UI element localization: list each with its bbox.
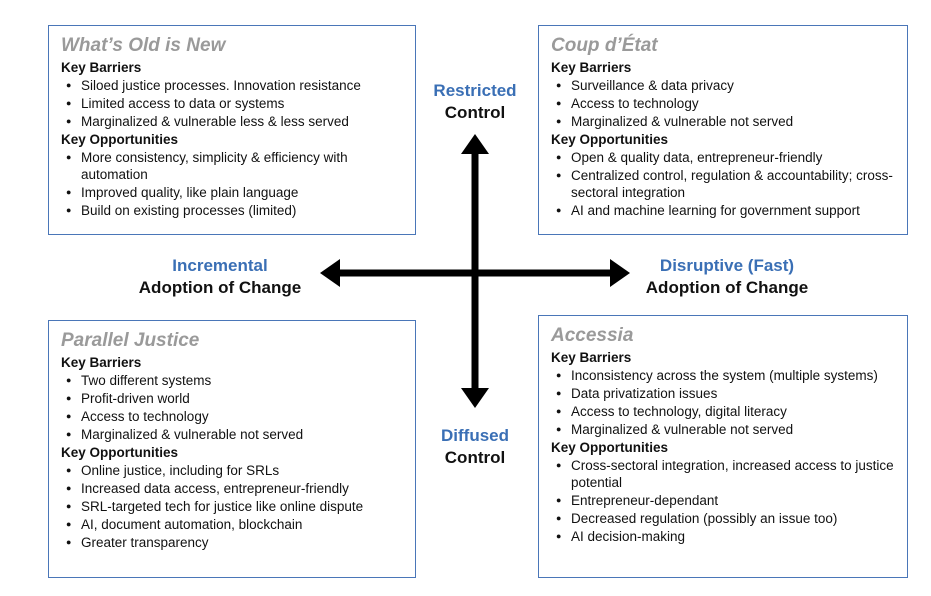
list-item: Greater transparency [66,534,405,551]
list-item: Inconsistency across the system (multipl… [556,367,897,384]
list-item: AI and machine learning for government s… [556,202,897,219]
axis-label-text: Adoption of Change [645,278,809,297]
list-item: Limited access to data or systems [66,95,405,112]
list-item: Profit-driven world [66,390,405,407]
opportunities-list: Online justice, including for SRLs Incre… [61,462,405,551]
list-item: Increased data access, entrepreneur-frie… [66,480,405,497]
axis-qualifier: Restricted [433,81,517,100]
axis-label-right: Disruptive (Fast) Adoption of Change [627,255,827,299]
axis-label-bottom: Diffused Control [400,425,550,469]
opportunities-list: Open & quality data, entrepreneur-friend… [551,149,897,219]
list-item: Siloed justice processes. Innovation res… [66,77,405,94]
opportunities-heading: Key Opportunities [61,445,179,460]
list-item: More consistency, simplicity & efficienc… [66,149,405,183]
axis-qualifier: Incremental [172,256,268,275]
barriers-heading: Key Barriers [61,60,142,75]
list-item: Decreased regulation (possibly an issue … [556,510,897,527]
quadrant-title: Parallel Justice [61,330,200,351]
list-item: Marginalized & vulnerable not served [556,421,897,438]
quadrant-title: What’s Old is New [61,35,226,56]
right-arrowhead [610,259,630,287]
barriers-heading: Key Barriers [61,355,142,370]
quadrant-title: Coup d’État [551,35,658,56]
quadrant-top-right: Coup d’État Key Barriers Surveillance & … [538,25,908,235]
barriers-heading: Key Barriers [551,60,632,75]
axis-qualifier: Diffused [441,426,509,445]
quadrant-bottom-right: Accessia Key Barriers Inconsistency acro… [538,315,908,578]
opportunities-list: More consistency, simplicity & efficienc… [61,149,405,219]
list-item: Marginalized & vulnerable less & less se… [66,113,405,130]
horizontal-arrow [320,259,630,287]
axis-label-text: Adoption of Change [138,278,302,297]
axis-label-left: Incremental Adoption of Change [120,255,320,299]
list-item: Entrepreneur-dependant [556,492,897,509]
barriers-list: Siloed justice processes. Innovation res… [61,77,405,130]
axis-label-text: Control [444,448,506,467]
quadrant-title: Accessia [551,325,634,346]
list-item: Two different systems [66,372,405,389]
list-item: Data privatization issues [556,385,897,402]
list-item: Open & quality data, entrepreneur-friend… [556,149,897,166]
list-item: Improved quality, like plain language [66,184,405,201]
left-arrowhead [320,259,340,287]
opportunities-heading: Key Opportunities [61,132,179,147]
list-item: Surveillance & data privacy [556,77,897,94]
opportunities-heading: Key Opportunities [551,132,669,147]
list-item: Access to technology [66,408,405,425]
list-item: Online justice, including for SRLs [66,462,405,479]
list-item: Access to technology, digital literacy [556,403,897,420]
barriers-list: Surveillance & data privacy Access to te… [551,77,897,130]
list-item: Marginalized & vulnerable not served [556,113,897,130]
axis-label-top: Restricted Control [400,80,550,124]
list-item: Access to technology [556,95,897,112]
barriers-list: Two different systems Profit-driven worl… [61,372,405,443]
axis-label-text: Control [444,103,506,122]
list-item: Marginalized & vulnerable not served [66,426,405,443]
list-item: Centralized control, regulation & accoun… [556,167,897,201]
quadrant-bottom-left: Parallel Justice Key Barriers Two differ… [48,320,416,578]
list-item: Cross-sectoral integration, increased ac… [556,457,897,491]
list-item: AI, document automation, blockchain [66,516,405,533]
barriers-heading: Key Barriers [551,350,632,365]
list-item: Build on existing processes (limited) [66,202,405,219]
opportunities-heading: Key Opportunities [551,440,669,455]
list-item: AI decision-making [556,528,897,545]
barriers-list: Inconsistency across the system (multipl… [551,367,897,438]
opportunities-list: Cross-sectoral integration, increased ac… [551,457,897,545]
list-item: SRL-targeted tech for justice like onlin… [66,498,405,515]
down-arrowhead [461,388,489,408]
axis-qualifier: Disruptive (Fast) [659,256,795,275]
up-arrowhead [461,134,489,154]
quadrant-top-left: What’s Old is New Key Barriers Siloed ju… [48,25,416,235]
